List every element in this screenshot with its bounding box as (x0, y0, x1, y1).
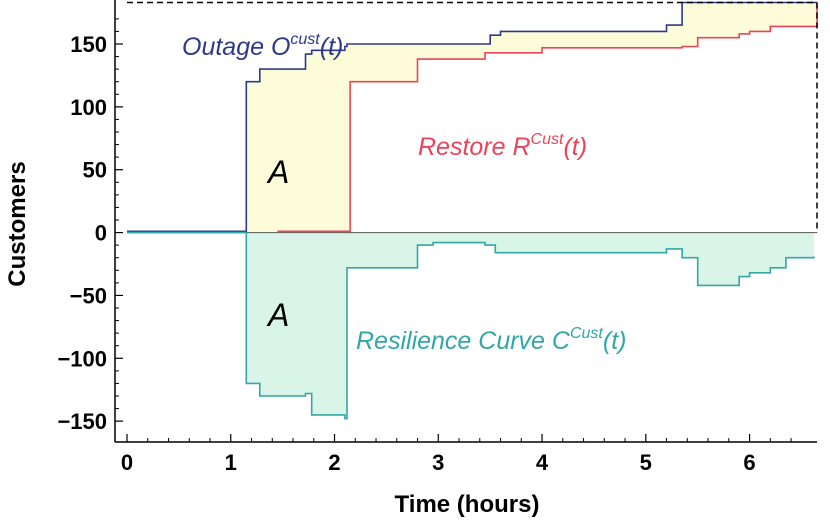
outage-line (127, 1, 817, 233)
area-letter-upper: A (266, 154, 289, 190)
restore-annotation-suffix: (t) (563, 133, 587, 161)
y-tick-label: 0 (95, 221, 107, 246)
resilience-annotation-sup: Cust (570, 325, 603, 342)
outage-annotation-suffix: (t) (320, 33, 344, 61)
x-tick-label: 1 (225, 450, 237, 475)
resilience-annotation: Resilience Curve CCust(t) (356, 325, 626, 355)
series-lines (127, 1, 818, 420)
outage-restore-area (243, 2, 817, 233)
area-letter-lower: A (266, 297, 289, 333)
y-axis-title: Customers (4, 161, 31, 286)
restore-line (277, 2, 818, 233)
y-tick-label: 100 (70, 95, 107, 120)
max-customers-reference (127, 1, 818, 233)
restore-annotation-main: Restore R (418, 133, 531, 161)
x-axis-title: Time (hours) (395, 491, 540, 518)
outage-annotation-sup: cust (290, 31, 320, 48)
area-fills (243, 2, 817, 419)
y-tick-label: 50 (83, 158, 107, 183)
outage-annotation-main: Outage O (182, 33, 290, 61)
x-tick-label: 4 (536, 450, 549, 475)
y-tick-label: −150 (57, 409, 107, 434)
y-tick-label: −100 (57, 346, 107, 371)
y-tick-label: −50 (70, 283, 107, 308)
x-tick-label: 5 (640, 450, 652, 475)
resilience-curve-line (127, 231, 815, 420)
axes: −150 −100 −50 0 50 100 150 0 1 2 3 4 5 6 (57, 0, 817, 475)
restore-annotation: Restore RCust(t) (418, 131, 587, 161)
y-tick-label: 150 (70, 32, 107, 57)
resilience-annotation-suffix: (t) (603, 327, 627, 355)
resilience-annotation-main: Resilience Curve C (356, 327, 571, 355)
outage-annotation: Outage Ocust(t) (182, 31, 343, 61)
x-tick-label: 2 (328, 450, 340, 475)
x-tick-label: 3 (432, 450, 444, 475)
x-tick-label: 6 (743, 450, 755, 475)
restore-annotation-sup: Cust (531, 131, 564, 148)
x-tick-label: 0 (121, 450, 133, 475)
resilience-area (243, 232, 814, 419)
